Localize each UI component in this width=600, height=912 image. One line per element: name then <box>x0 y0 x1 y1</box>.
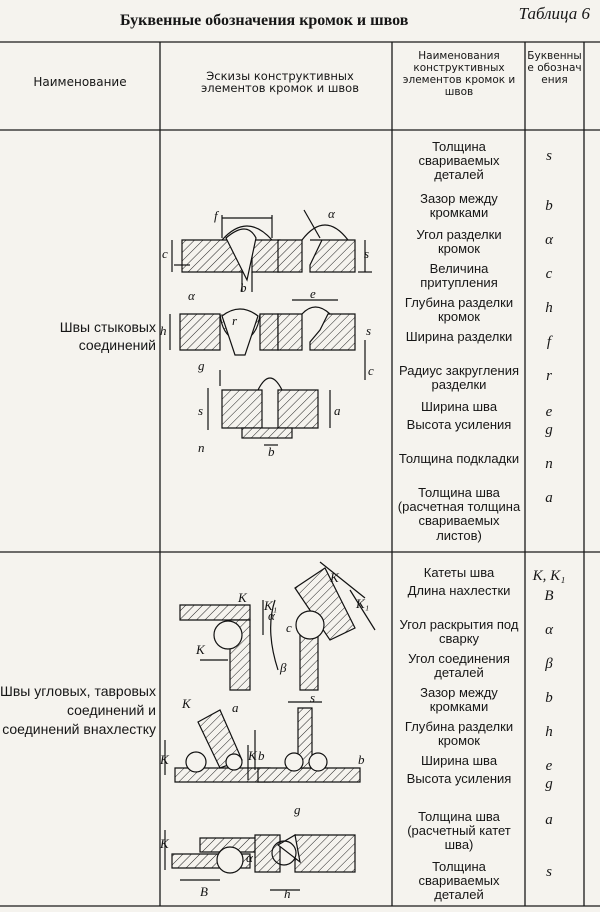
element-name: Величина притупления <box>420 261 498 291</box>
category-fillet: Швы угловых, тавровых соединений и соеди… <box>0 683 156 737</box>
sketch-tee-double <box>247 701 361 783</box>
sketch-label: K₁ <box>355 596 369 611</box>
letter-symbol: β <box>545 656 553 672</box>
sketch-half-v-butt <box>277 209 372 273</box>
sketch-label: a <box>232 700 239 715</box>
header-sketches: Эскизы конструктивных элементов кромок и… <box>200 69 359 95</box>
letter-symbol: h <box>545 724 553 740</box>
letter-symbol: h <box>545 300 553 316</box>
sketch-label: K <box>181 696 192 711</box>
letter-symbol: g <box>545 776 553 792</box>
table-title: Буквенные обозначения кромок и швов <box>120 12 409 29</box>
letter-symbol: e <box>545 758 553 774</box>
sketch-label: b <box>240 280 247 295</box>
sketch-label: f <box>214 208 220 223</box>
sketch-label: h <box>160 323 167 338</box>
sketch-label: b <box>258 748 265 763</box>
letter-symbol: r <box>546 368 552 384</box>
element-name: Ширина шва <box>420 399 498 414</box>
sketch-label: n <box>198 440 205 455</box>
sketch-label: c <box>286 620 292 635</box>
sketch-label: B <box>200 884 208 899</box>
letter-symbol: K, K₁ <box>532 568 566 584</box>
category-butt: Швы стыковых соединений <box>59 319 156 353</box>
element-name: Толщина свариваемых деталей <box>418 859 500 903</box>
sketch-label: β <box>279 660 287 675</box>
letter-symbol: α <box>545 622 553 638</box>
element-name: Толщина подкладки <box>398 451 520 466</box>
element-name: Зазор между кромками <box>420 685 498 715</box>
sketch-label: a <box>334 403 341 418</box>
sketch-label: K <box>195 642 206 657</box>
element-name: Толщина шва (расчетная толщина свариваем… <box>397 485 521 543</box>
letter-symbol: s <box>546 864 552 880</box>
sketch-label: K <box>329 570 340 585</box>
header-letters: Буквенные обозначения <box>527 50 582 86</box>
element-name: Угол раскрытия под сварку <box>399 617 519 647</box>
sketch-label: α <box>328 206 336 221</box>
element-name: Угол разделки кромок <box>416 227 502 257</box>
element-name: Длина нахлестки <box>407 583 511 598</box>
element-name: Радиус закругления разделки <box>399 363 519 393</box>
element-name: Ширина шва <box>420 753 498 768</box>
sketch-label: g <box>294 802 301 817</box>
sketch-label: α <box>188 288 196 303</box>
sketch-label: s <box>364 246 369 261</box>
letter-symbol: a <box>545 812 553 828</box>
sketch-label: K₁ <box>263 598 277 613</box>
sketch-j-butt <box>277 299 366 380</box>
header-element-names: Наименования конструктивных элементов кр… <box>402 50 516 98</box>
element-name: Зазор между кромками <box>420 191 498 221</box>
sketch-v-butt <box>171 215 281 292</box>
sketch-label: K <box>160 752 170 767</box>
sketch-backing-butt <box>207 370 331 446</box>
letter-symbol: b <box>545 198 553 214</box>
table-number: Таблица 6 <box>518 4 590 23</box>
header-name: Наименование <box>33 75 127 89</box>
sketch-label: b <box>268 444 275 459</box>
letter-symbol: B <box>544 588 554 604</box>
letter-symbol: n <box>545 456 553 472</box>
letter-symbol: e <box>545 404 553 420</box>
sketch-label: s <box>366 323 371 338</box>
letter-symbol: α <box>545 232 553 248</box>
sketch-label: s <box>198 403 203 418</box>
sketch-label: c <box>162 246 168 261</box>
sketch-label: K <box>160 836 170 851</box>
sketch-label: α <box>246 850 254 865</box>
element-name: Толщина шва (расчетный катет шва) <box>407 809 511 853</box>
sketch-label: c <box>368 363 374 378</box>
sketch-u-butt <box>169 308 279 356</box>
letter-symbol: s <box>546 148 552 164</box>
sketch-label: e <box>310 286 316 301</box>
sketch-skew-joint <box>270 561 376 691</box>
sketch-label: h <box>284 886 291 901</box>
letter-symbol: g <box>545 422 553 438</box>
weld-sketches: f α c s b α e h r c s g s a n b K K₁ K K… <box>160 206 376 901</box>
sketch-label: K <box>247 748 258 763</box>
letter-symbol: c <box>545 266 553 282</box>
element-name: Толщина свариваемых деталей <box>418 139 500 183</box>
letter-symbol: b <box>545 690 553 706</box>
letter-symbol: a <box>545 490 553 506</box>
sketch-tee-angled <box>164 709 271 783</box>
sketch-label: g <box>198 358 205 373</box>
sketch-corner-joint <box>179 600 264 691</box>
sketch-label: s <box>310 690 315 705</box>
element-name: Глубина разделки кромок <box>404 295 514 325</box>
element-name: Катеты шва <box>423 565 495 580</box>
element-name: Глубина разделки кромок <box>404 719 514 749</box>
element-name: Угол соединения деталей <box>408 651 510 681</box>
element-name: Высота усиления <box>406 417 512 432</box>
sketch-label: r <box>232 313 238 328</box>
sketch-label: α <box>268 608 276 623</box>
letter-symbol: f <box>546 334 552 350</box>
sketch-label: b <box>358 752 365 767</box>
sketch-butt-bevel <box>254 834 356 891</box>
element-name: Высота усиления <box>406 771 512 786</box>
sketch-label: K <box>237 590 248 605</box>
element-name: Ширина разделки <box>405 329 513 344</box>
